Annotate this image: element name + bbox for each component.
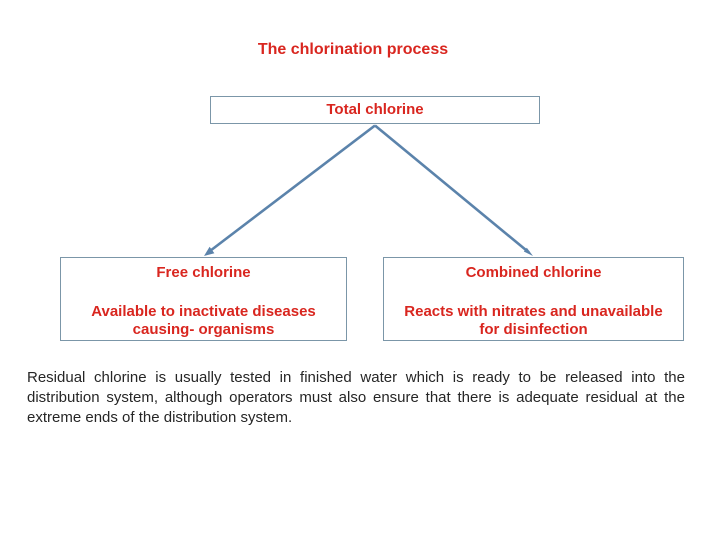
node-total-chlorine: Total chlorine bbox=[210, 96, 540, 124]
node-combined-chlorine-description: Reacts with nitrates and unavailable for… bbox=[384, 303, 683, 339]
slide-title: The chlorination process bbox=[257, 41, 449, 58]
node-combined-chlorine-label: Combined chlorine bbox=[465, 264, 602, 281]
description-line: Reacts with nitrates and unavailable bbox=[404, 303, 663, 320]
connector-line-right bbox=[374, 124, 530, 254]
spacer bbox=[384, 282, 683, 303]
description-line: Available to inactivate diseases bbox=[91, 303, 316, 320]
arrowhead-right bbox=[523, 247, 533, 256]
node-free-chlorine-description: Available to inactivate diseases causing… bbox=[61, 303, 346, 339]
description-line: for disinfection bbox=[479, 321, 588, 338]
node-free-chlorine: Free chlorine Available to inactivate di… bbox=[60, 257, 347, 341]
description-line: causing- organisms bbox=[132, 321, 275, 338]
node-free-chlorine-label: Free chlorine bbox=[156, 264, 251, 281]
arrowhead-left bbox=[204, 246, 215, 256]
connector-line-left bbox=[207, 124, 376, 254]
node-combined-chlorine: Combined chlorine Reacts with nitrates a… bbox=[383, 257, 684, 341]
body-paragraph: Residual chlorine is usually tested in f… bbox=[27, 369, 685, 426]
node-total-chlorine-label: Total chlorine bbox=[326, 101, 424, 118]
spacer bbox=[61, 282, 346, 303]
